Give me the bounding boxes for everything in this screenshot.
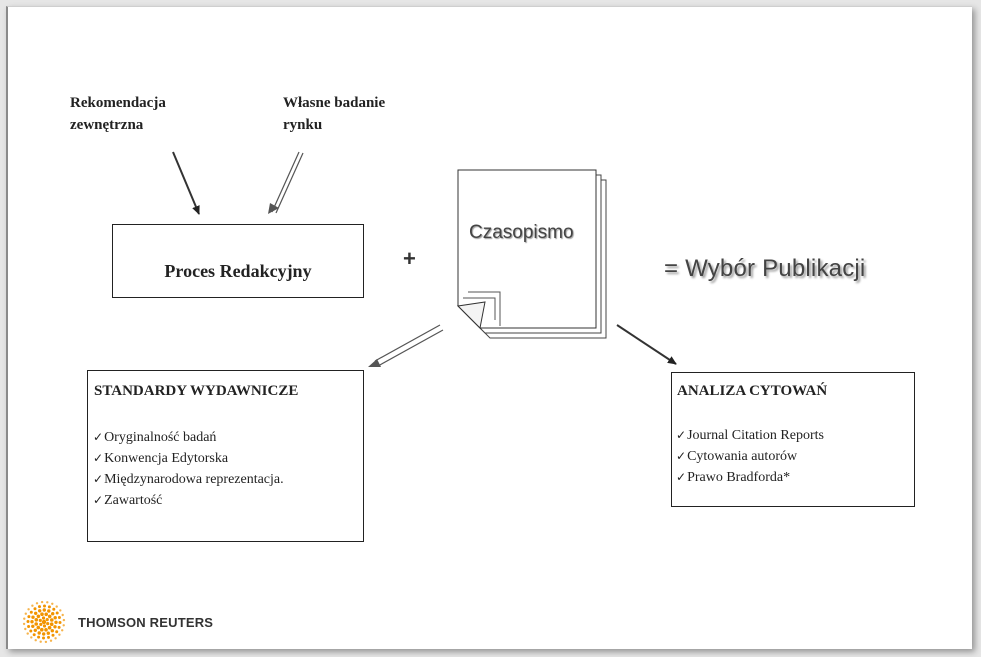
- source-own-research-line1: Własne badanie: [283, 95, 386, 111]
- arrow-recommendation-to-process: [172, 151, 200, 215]
- arrow-research-to-process: [268, 151, 304, 214]
- citations-box: ANALIZA CYTOWAŃ Journal Citation Reports…: [671, 372, 915, 507]
- source-recommendation-line2: zewnętrzna: [70, 117, 144, 133]
- arrow-document-to-standards: [368, 324, 444, 367]
- list-item: Journal Citation Reports: [676, 425, 824, 446]
- process-label: Proces Redakcyjny: [164, 261, 312, 281]
- journal-document-icon: [456, 169, 607, 339]
- arrow-document-to-citations: [616, 324, 677, 365]
- list-item: Cytowania autorów: [676, 446, 824, 467]
- citations-title: ANALIZA CYTOWAŃ: [677, 383, 828, 399]
- plus-operator: +: [403, 246, 416, 271]
- document-label: Czasopismo: [469, 222, 574, 243]
- source-recommendation: Rekomendacja zewnętrzna: [70, 92, 166, 136]
- list-item: Międzynarodowa reprezentacja.: [93, 469, 284, 490]
- thomson-reuters-logo-icon: [22, 600, 66, 644]
- process-box: Proces Redakcyjny: [112, 224, 364, 298]
- logo-text: THOMSON REUTERS: [78, 615, 214, 630]
- list-item: Prawo Bradforda*: [676, 467, 824, 488]
- result-label: = Wybór Publikacji: [664, 255, 866, 282]
- standards-list: Oryginalność badań Konwencja Edytorska M…: [93, 427, 284, 511]
- list-item: Oryginalność badań: [93, 427, 284, 448]
- list-item: Konwencja Edytorska: [93, 448, 284, 469]
- standards-title: STANDARDY WYDAWNICZE: [94, 383, 299, 399]
- list-item: Zawartość: [93, 490, 284, 511]
- source-own-research: Własne badanie rynku: [283, 92, 385, 136]
- standards-box: STANDARDY WYDAWNICZE Oryginalność badań …: [87, 370, 364, 542]
- source-recommendation-line1: Rekomendacja: [70, 95, 166, 111]
- source-own-research-line2: rynku: [283, 117, 323, 133]
- citations-list: Journal Citation Reports Cytowania autor…: [676, 425, 824, 488]
